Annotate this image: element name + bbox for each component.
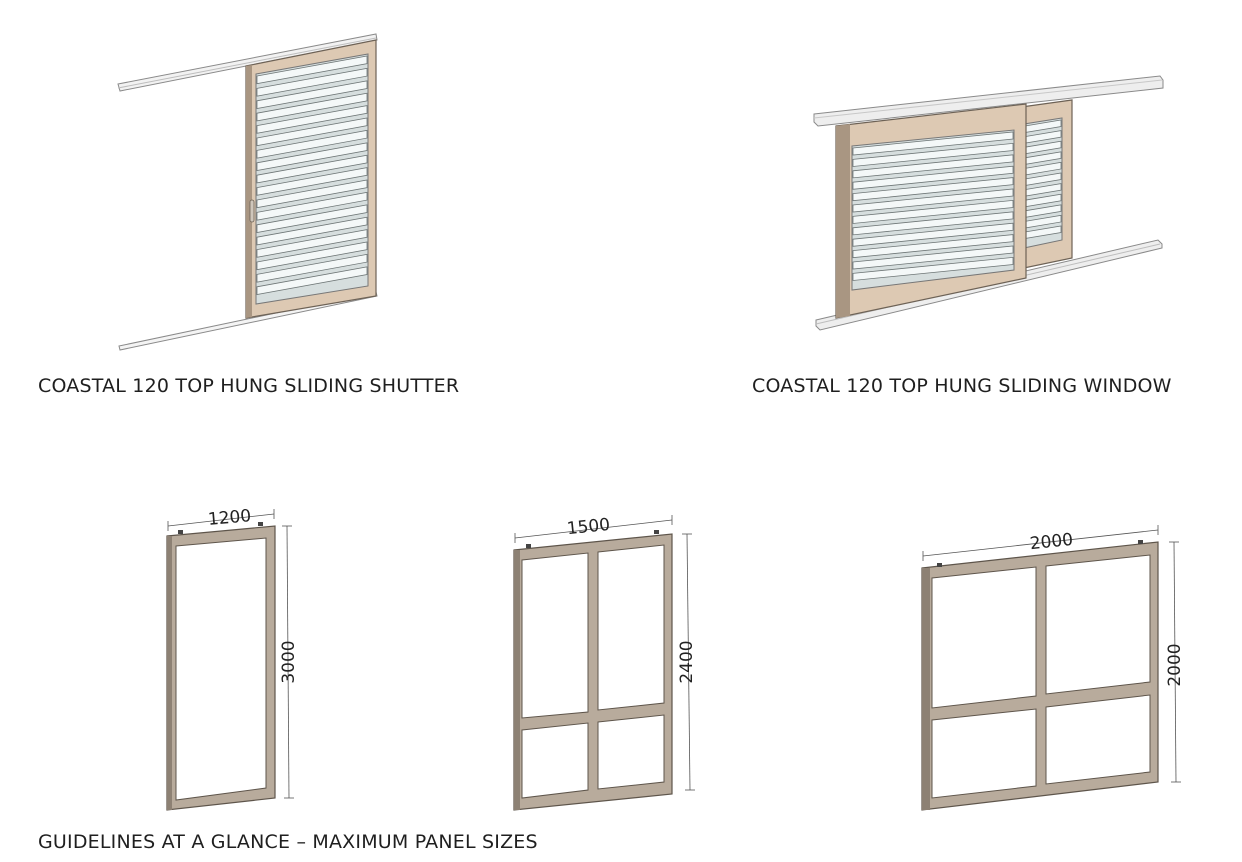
louvre-slat [852, 256, 1014, 281]
louvre-slat [852, 142, 1014, 167]
panel-1-width-label: 1200 [207, 506, 252, 530]
louvre-slat [852, 188, 1014, 213]
sliding-shutter-illustration [117, 33, 378, 351]
panel-3-width-label: 2000 [1029, 530, 1074, 554]
louvre-slat [852, 245, 1014, 270]
window-caption: COASTAL 120 TOP HUNG SLIDING WINDOW [752, 375, 1172, 397]
window-rear-louvres [1024, 119, 1062, 240]
louvre-slat [852, 165, 1014, 190]
louvre-slat [256, 229, 368, 258]
panel-2-width-label: 1500 [566, 515, 611, 539]
louvre-slat [256, 105, 368, 134]
louvre-slat [256, 67, 368, 97]
guidelines-caption: GUIDELINES AT A GLANCE – MAXIMUM PANEL S… [38, 831, 538, 853]
window-front-louvres [852, 131, 1014, 281]
louvre-slat [256, 117, 368, 147]
louvre-slat [256, 129, 368, 159]
louvre-slat [256, 179, 368, 209]
window-top-track [813, 75, 1164, 127]
louvre-slat [256, 142, 368, 171]
louvre-slat [256, 216, 368, 246]
louvre-slat [256, 92, 368, 122]
louvre-slat [256, 266, 368, 295]
panel-1200x3000 [166, 509, 294, 811]
louvre-slat [256, 55, 368, 85]
louvre-slat [256, 241, 368, 271]
louvre-slat [256, 154, 368, 184]
louvre-slat [852, 222, 1014, 247]
panel-2-height-label: 2400 [677, 640, 697, 683]
louvre-slat [852, 177, 1014, 202]
shutter-caption: COASTAL 120 TOP HUNG SLIDING SHUTTER [38, 375, 460, 397]
shutter-louvres [256, 55, 368, 295]
panel-1-height-label: 3000 [279, 640, 299, 683]
sliding-window-illustration [813, 75, 1164, 331]
louvre-slat [852, 131, 1014, 156]
louvre-slat [256, 167, 368, 196]
shutter-handle [249, 199, 255, 223]
louvre-slat [852, 234, 1014, 259]
louvre-slat [256, 204, 368, 233]
louvre-slat [256, 80, 368, 109]
panel-3-height-label: 2000 [1165, 643, 1185, 686]
louvre-slat [852, 154, 1014, 179]
louvre-slat [256, 253, 368, 283]
louvre-slat [256, 191, 368, 221]
panel-1500x2400 [513, 515, 695, 811]
panel-2000x2000 [921, 525, 1181, 811]
louvre-slat [852, 199, 1014, 224]
louvre-slat [852, 211, 1014, 236]
